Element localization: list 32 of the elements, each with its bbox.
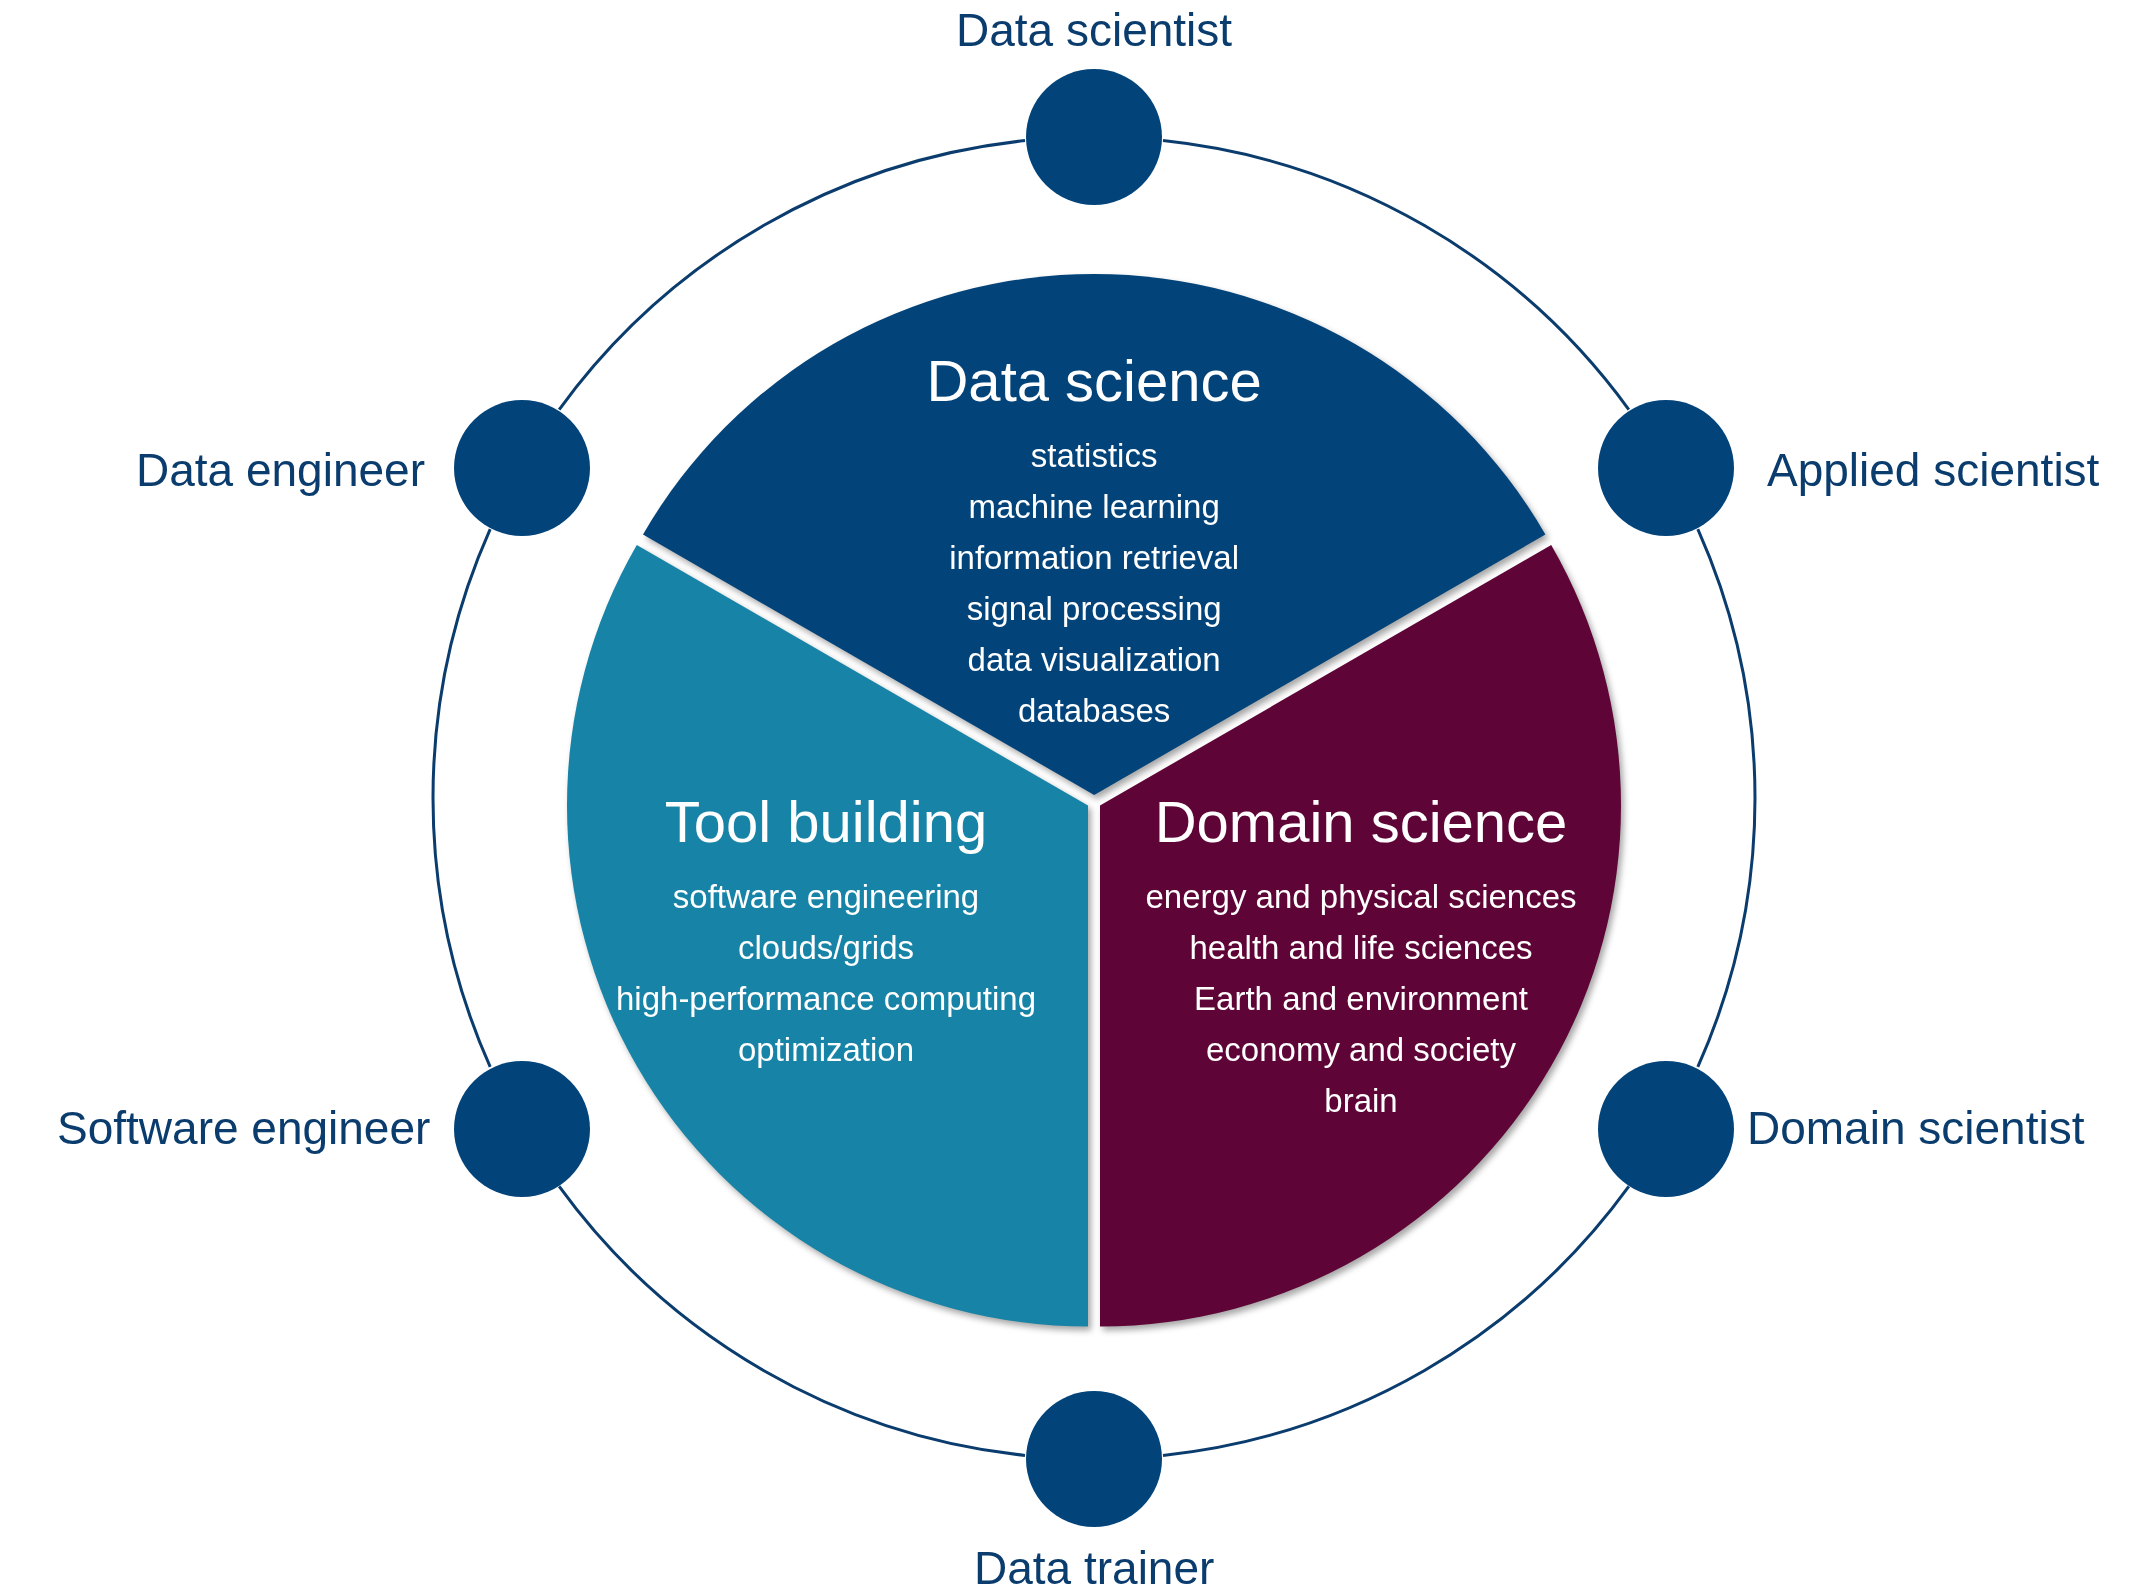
topic-text: Earth and environment — [1194, 979, 1528, 1019]
role-circle — [1025, 68, 1163, 206]
ring-line — [1162, 1185, 1630, 1457]
ring-line — [432, 528, 492, 1068]
topic-text: databases — [1018, 691, 1171, 731]
topic-text: clouds/grids — [737, 928, 915, 968]
sector-title: Data science — [926, 352, 1262, 410]
ring-line — [558, 1185, 1026, 1457]
topic-text: brain — [1324, 1081, 1398, 1121]
role-circle — [452, 398, 591, 537]
role-label: Domain scientist — [1747, 1105, 2085, 1151]
topic-text: energy and physical sciences — [1145, 877, 1577, 917]
topic-text: software engineering — [672, 877, 980, 917]
topic-text: machine learning — [968, 487, 1220, 527]
role-circle — [452, 1059, 591, 1198]
ring-line — [1696, 528, 1756, 1068]
topic-text: data visualization — [967, 640, 1221, 680]
ring-line — [1162, 139, 1630, 411]
role-circle — [1597, 1059, 1736, 1198]
topic-text: health and life sciences — [1189, 928, 1533, 968]
role-label: Data scientist — [956, 7, 1233, 53]
topic-text: signal processing — [966, 589, 1222, 629]
sector-title: Domain science — [1154, 793, 1568, 851]
topic-text: economy and society — [1206, 1030, 1517, 1070]
role-label: Data trainer — [974, 1545, 1215, 1590]
topic-text: statistics — [1030, 436, 1158, 476]
ring-line — [558, 139, 1026, 411]
role-circle — [1025, 1390, 1163, 1528]
topic-text: high-performance computing — [616, 979, 1037, 1019]
role-circle — [1597, 398, 1736, 537]
topic-text: optimization — [737, 1030, 915, 1070]
topic-text: information retrieval — [949, 538, 1239, 578]
